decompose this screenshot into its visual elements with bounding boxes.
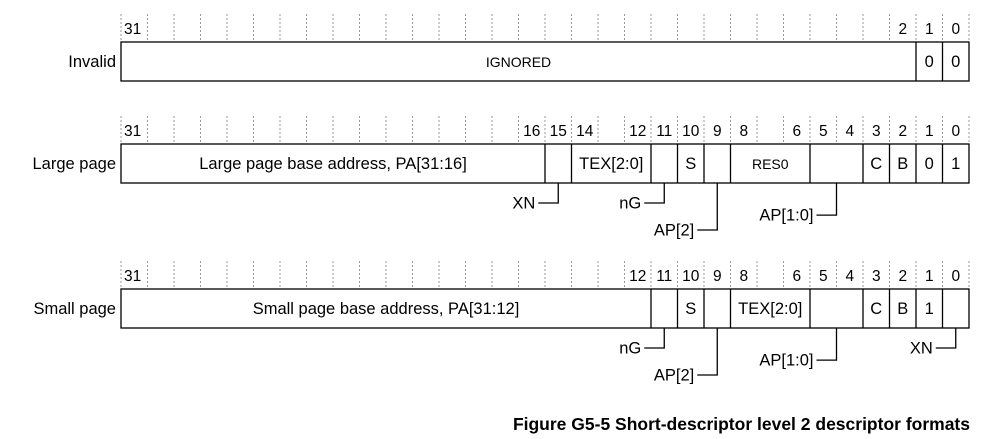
bit-number: 12 xyxy=(629,268,646,285)
bit-number: 2 xyxy=(898,268,907,285)
field-label: 0 xyxy=(925,53,934,71)
bit-number: 12 xyxy=(629,123,646,140)
annotation-label: AP[1:0] xyxy=(759,207,813,225)
field-label: 0 xyxy=(951,53,960,71)
bit-number: 3 xyxy=(872,268,881,285)
bit-number: 14 xyxy=(576,123,594,140)
bit-number: 1 xyxy=(925,123,934,140)
row-label-invalid: Invalid xyxy=(68,53,116,71)
annotation-label: XN xyxy=(512,195,535,213)
bit-number: 0 xyxy=(951,123,960,140)
annotation-leader xyxy=(816,183,838,216)
bit-number: 9 xyxy=(713,123,722,140)
field-label: Large page base address, PA[31:16] xyxy=(199,155,467,173)
figure-caption: Figure G5-5 Short-descriptor level 2 des… xyxy=(512,414,970,434)
field-label: TEX[2:0] xyxy=(738,300,802,318)
row-label-large-page: Large page xyxy=(33,155,117,173)
field-label: TEX[2:0] xyxy=(579,155,643,173)
field-label: RES0 xyxy=(752,156,789,172)
bit-number: 10 xyxy=(682,268,700,285)
annotation-leader xyxy=(935,328,957,349)
bit-number: 31 xyxy=(124,21,141,38)
field-label: C xyxy=(870,155,882,173)
annotation-label: nG xyxy=(619,340,641,358)
field-label: IGNORED xyxy=(486,54,551,70)
bit-number: 6 xyxy=(792,268,801,285)
annotation-leader xyxy=(644,328,665,349)
field-label: C xyxy=(870,300,882,318)
bit-number: 11 xyxy=(656,268,672,285)
bit-number: 3 xyxy=(872,123,881,140)
row-label-small-page: Small page xyxy=(33,300,116,318)
annotation-label: AP[1:0] xyxy=(759,352,813,370)
annotation-leader xyxy=(697,328,718,376)
field-label: Small page base address, PA[31:12] xyxy=(253,300,520,318)
bit-number: 1 xyxy=(925,268,934,285)
annotation-label: XN xyxy=(910,340,933,358)
annotation-leader xyxy=(816,328,838,361)
bit-number: 2 xyxy=(898,123,907,140)
annotation-label: AP[2] xyxy=(654,222,694,240)
bit-number: 31 xyxy=(124,268,141,285)
field-label: 1 xyxy=(925,300,934,318)
bit-number: 6 xyxy=(792,123,801,140)
bit-number: 9 xyxy=(713,268,722,285)
annotation-label: AP[2] xyxy=(654,367,694,385)
bit-number: 5 xyxy=(819,123,828,140)
annotation-leader xyxy=(644,183,665,204)
bit-number: 15 xyxy=(550,123,567,140)
bit-number: 8 xyxy=(739,123,748,140)
bit-number: 0 xyxy=(951,21,960,38)
bit-number: 0 xyxy=(951,268,960,285)
field-label: B xyxy=(897,300,908,318)
bit-number: 11 xyxy=(656,123,672,140)
register-small-page xyxy=(120,288,970,329)
field-label: 1 xyxy=(951,155,960,173)
bit-number: 5 xyxy=(819,268,828,285)
annotation-leader xyxy=(538,183,559,204)
annotation-label: nG xyxy=(619,195,641,213)
field-label: S xyxy=(685,155,696,173)
bit-number: 16 xyxy=(523,123,540,140)
bit-number: 4 xyxy=(845,123,854,140)
bit-number: 1 xyxy=(925,21,934,38)
bit-number: 31 xyxy=(124,123,141,140)
field-label: B xyxy=(897,155,908,173)
bit-number: 8 xyxy=(739,268,748,285)
field-label: S xyxy=(685,300,696,318)
register-invalid xyxy=(120,41,970,82)
annotation-leader xyxy=(697,183,718,231)
bit-number: 2 xyxy=(898,21,907,38)
bit-number: 4 xyxy=(845,268,854,285)
bit-number: 10 xyxy=(682,123,700,140)
field-label: 0 xyxy=(925,155,934,173)
